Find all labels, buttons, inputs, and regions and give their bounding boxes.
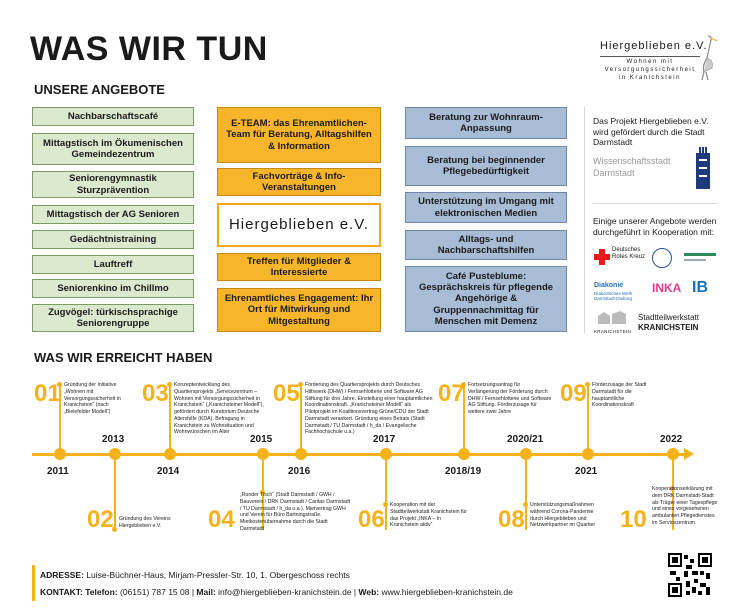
year-label: 2014: [157, 466, 180, 477]
partner-diakonie-sub: Diakonisches Werk Darmstadt-Dieburg: [594, 291, 633, 302]
timeline-dot: [582, 448, 594, 460]
center-brand: Hiergeblieben e.V.: [217, 203, 381, 247]
offer-seniorenkino: Seniorenkino im Chillmo: [32, 279, 194, 298]
qr-code-icon[interactable]: [668, 553, 712, 597]
offer-cafe-pusteblume: Café Pusteblume: Gesprächskreis für pfle…: [405, 266, 567, 332]
city-line1: Wissenschaftsstadt: [593, 156, 671, 166]
partner-stadtteil1: Stadtteilwerkstatt: [638, 313, 699, 322]
milestone-number: 05: [273, 380, 300, 407]
timeline-dot: [295, 448, 307, 460]
partner-ib: IB: [692, 279, 708, 296]
partner-diakonie: Diakonie: [594, 282, 624, 289]
web-link[interactable]: www.hiergeblieben-kranichstein.de: [381, 587, 513, 597]
milestone-number: 07: [438, 380, 465, 407]
footer-contact: KONTAKT: Telefon: (06151) 787 15 08 | Ma…: [40, 587, 513, 597]
logo: Hiergeblieben e.V. Wohnen mit Versorgung…: [590, 34, 720, 100]
phone-label: Telefon:: [85, 587, 118, 597]
offer-wohnraum: Beratung zur Wohnraum-Anpassung: [405, 107, 567, 139]
milestone-number: 08: [498, 506, 525, 533]
logo-line2: Versorgungssicherheit: [604, 67, 696, 73]
milestone-text: Gründung der Initiative „Wohnen mit Vers…: [64, 382, 121, 415]
offer-lauftreff: Lauftreff: [32, 255, 194, 274]
milestone-text: Unterstützungsmaßnahmen während Corona-P…: [530, 502, 596, 529]
timeline-dot: [380, 448, 392, 460]
milestone-number: 04: [208, 506, 235, 533]
address-label: ADRESSE:: [40, 570, 84, 580]
milestone-number: 10: [620, 506, 647, 533]
milestone-text: Gründung des Vereins Hiergeblieben e.V.: [119, 516, 171, 529]
offer-pflegebeduerftigkeit: Beratung bei beginnender Pflegebedürftig…: [405, 146, 567, 186]
darmstadt-tower-icon: [696, 147, 710, 189]
web-label: Web:: [358, 587, 380, 597]
funding-text: Das Projekt Hiergeblieben e.V. wird gefö…: [593, 116, 709, 148]
milestone-text: Konzeptentwicklung des Quartiersprojekts…: [174, 382, 264, 436]
offer-nachbarschaftscafe: Nachbarschaftscafé: [32, 107, 194, 126]
address-value: Luise-Büchner-Haus, Mirjam-Pressler-Str.…: [86, 570, 350, 580]
offer-seniorengymnastik: Seniorengymnastik Sturzprävention: [32, 171, 194, 198]
year-label: 2018/19: [445, 466, 482, 477]
offer-e-team: E-TEAM: das Ehrenamtlichen-Team für Bera…: [217, 107, 381, 163]
year-label: 2013: [102, 434, 125, 445]
partner-drk: Deutsches Rotes Kreuz: [612, 247, 646, 260]
milestone-number: 02: [87, 506, 114, 533]
milestone-text: Kooperationserklärung mit dem DRK Darmst…: [652, 486, 718, 526]
milestone-text: Förderzusage der Stadt Darmstadt für die…: [592, 382, 647, 409]
offer-mittagstisch-oekumenisch: Mittagstisch im Ökumenischen Gemeindezen…: [32, 133, 194, 165]
milestone-text: „Runder Tisch“ (Stadt Darmstadt / GWH / …: [240, 492, 351, 532]
milestone-number: 03: [142, 380, 169, 407]
darmstadt-logo: Wissenschaftsstadt Darmstadt: [593, 147, 717, 192]
offers-heading: UNSERE ANGEBOTE: [34, 82, 165, 97]
logo-line3: in Kranichstein: [619, 75, 681, 81]
timeline-dot: [667, 448, 679, 460]
timeline-dot: [54, 448, 66, 460]
logo-name: Hiergeblieben e.V.: [600, 40, 708, 52]
logo-line1: Wohnen mit: [626, 59, 674, 65]
milestone-text: Fortsetzungsantrag für Verlängerung der …: [468, 382, 552, 415]
milestone-text: Förderung des Quartiersprojekts durch De…: [305, 382, 433, 436]
milestone-number: 09: [560, 380, 587, 407]
timeline-dot: [164, 448, 176, 460]
phone-value[interactable]: (06151) 787 15 08: [120, 587, 190, 597]
milestone-number: 06: [358, 506, 385, 533]
timeline-dot: [257, 448, 269, 460]
partner-kranichstein: KRANICHSTEIN: [594, 329, 632, 334]
timeline-line: [32, 453, 684, 456]
cooperation-text: Einige unserer Angebote werden durchgefü…: [593, 216, 717, 237]
red-cross-icon: [594, 249, 610, 265]
footer-address: ADRESSE: Luise-Büchner-Haus, Mirjam-Pres…: [40, 570, 350, 580]
milestone-text: Kooperation mit der Stadtteilwerkstatt K…: [390, 502, 467, 529]
year-label: 2011: [47, 466, 69, 477]
partner-logo-2: [652, 248, 672, 268]
crane-bird-icon: [701, 35, 718, 81]
partner-inka: INKA: [652, 281, 682, 295]
timeline-dot: [520, 448, 532, 460]
offer-gedaechtnistraining: Gedächtnistraining: [32, 230, 194, 249]
milestone-number: 01: [34, 380, 61, 407]
city-line2: Darmstadt: [593, 168, 635, 178]
year-label: 2020/21: [507, 434, 544, 445]
timeline-arrow: [684, 448, 694, 460]
timeline-dot: [458, 448, 470, 460]
year-label: 2021: [575, 466, 598, 477]
partner-kranichstein-logo: KRANICHSTEIN: [594, 310, 632, 334]
offer-zugvoegel: Zugvögel: türkischsprachige Seniorengrup…: [32, 304, 194, 332]
year-label: 2015: [250, 434, 273, 445]
offer-treffen: Treffen für Mitglieder & Interessierte: [217, 253, 381, 281]
offer-elektronische-medien: Unterstützung im Umgang mit elektronisch…: [405, 192, 567, 223]
year-label: 2016: [288, 466, 311, 477]
year-label: 2022: [660, 434, 683, 445]
timeline-dot: [109, 448, 121, 460]
partner-stadtteil2: KRANICHSTEIN: [638, 323, 699, 332]
year-label: 2017: [373, 434, 396, 445]
achievements-heading: WAS WIR ERREICHT HABEN: [34, 350, 213, 365]
page-title: WAS WIR TUN: [30, 30, 268, 68]
offer-alltagshilfen: Alltags- und Nachbarschaftshilfen: [405, 230, 567, 260]
offer-ehrenamt: Ehrenamtliches Engagement: Ihr Ort für M…: [217, 288, 381, 332]
mail-label: Mail:: [196, 587, 216, 597]
mail-link[interactable]: info@hiergeblieben-kranichstein.de: [218, 587, 352, 597]
offer-mittagstisch-ag: Mittagstisch der AG Senioren: [32, 205, 194, 224]
contact-label: KONTAKT:: [40, 587, 83, 597]
partner-logo-3: [684, 249, 716, 265]
offer-fachvortraege: Fachvorträge & Info-Veranstaltungen: [217, 168, 381, 196]
